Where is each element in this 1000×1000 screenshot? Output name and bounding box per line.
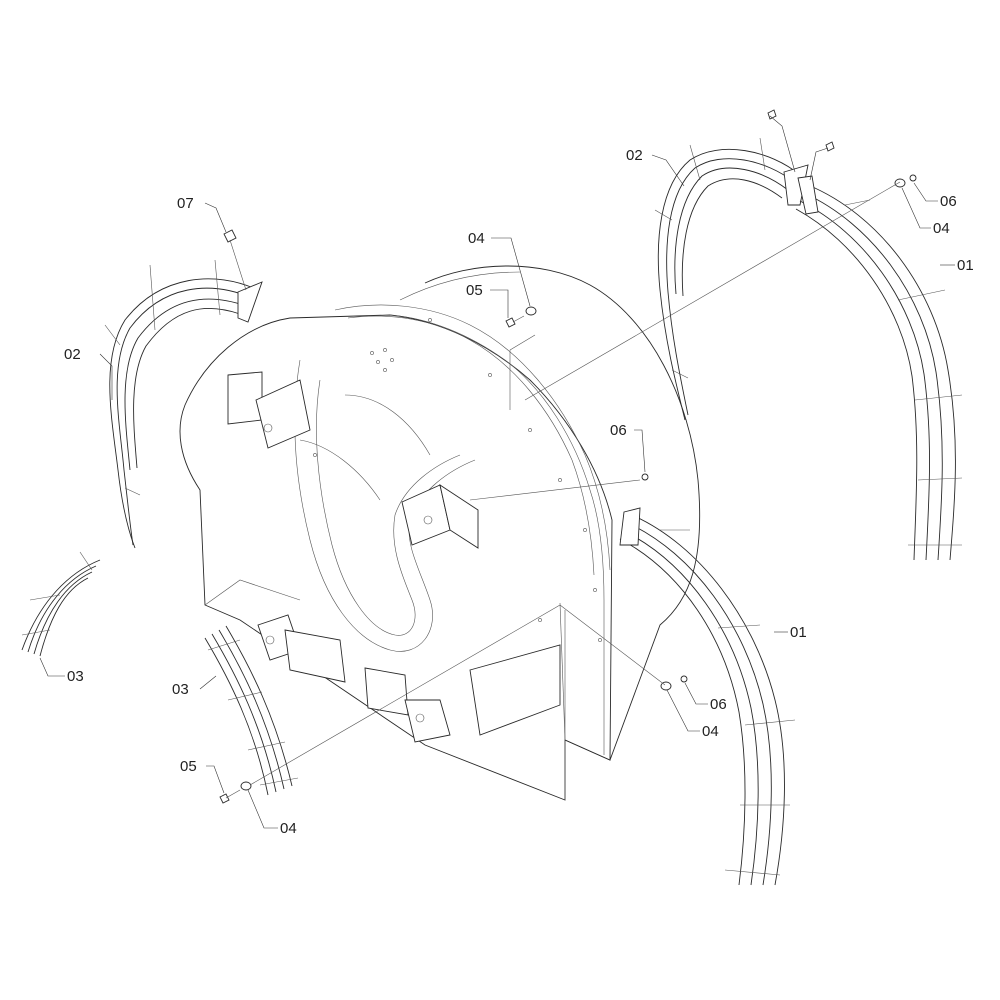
callout-03-far-left: 03: [67, 668, 84, 685]
callout-06-center: 06: [610, 422, 627, 439]
callout-01-top-right: 01: [957, 257, 974, 274]
callout-01-bottom-right: 01: [790, 624, 807, 641]
wire-guard-03-far-left: [21, 551, 101, 657]
wire-guard-03-left: [204, 625, 299, 796]
assembly-axis-lines: [249, 181, 901, 786]
callout-labels: 02 07 03 03 05 04 04 05 06 02 06 04 01 0…: [64, 147, 974, 837]
callout-05-center: 05: [466, 282, 483, 299]
wire-guard-01-top-right: [795, 175, 963, 561]
housing-brackets: [227, 371, 561, 743]
callout-07: 07: [177, 195, 194, 212]
callout-04-center: 04: [468, 230, 485, 247]
callout-06-lower-right: 06: [710, 696, 727, 713]
housing-holes: [313, 318, 602, 642]
leader-lines: [39, 115, 955, 829]
wire-guard-01-bottom-right: [619, 507, 796, 886]
callout-04-lower-right: 04: [702, 723, 719, 740]
wire-guard-02-left: [104, 259, 263, 549]
callout-02-right: 02: [626, 147, 643, 164]
callout-03-left: 03: [172, 681, 189, 698]
callout-05-bottom: 05: [180, 758, 197, 775]
callout-04-top-right: 04: [933, 220, 950, 237]
callout-02-left: 02: [64, 346, 81, 363]
wire-guard-02-right: [654, 137, 809, 421]
housing-back-plate: [399, 265, 701, 761]
hardware: [219, 109, 917, 804]
callout-06-top-right: 06: [940, 193, 957, 210]
callout-04-bottom: 04: [280, 820, 297, 837]
